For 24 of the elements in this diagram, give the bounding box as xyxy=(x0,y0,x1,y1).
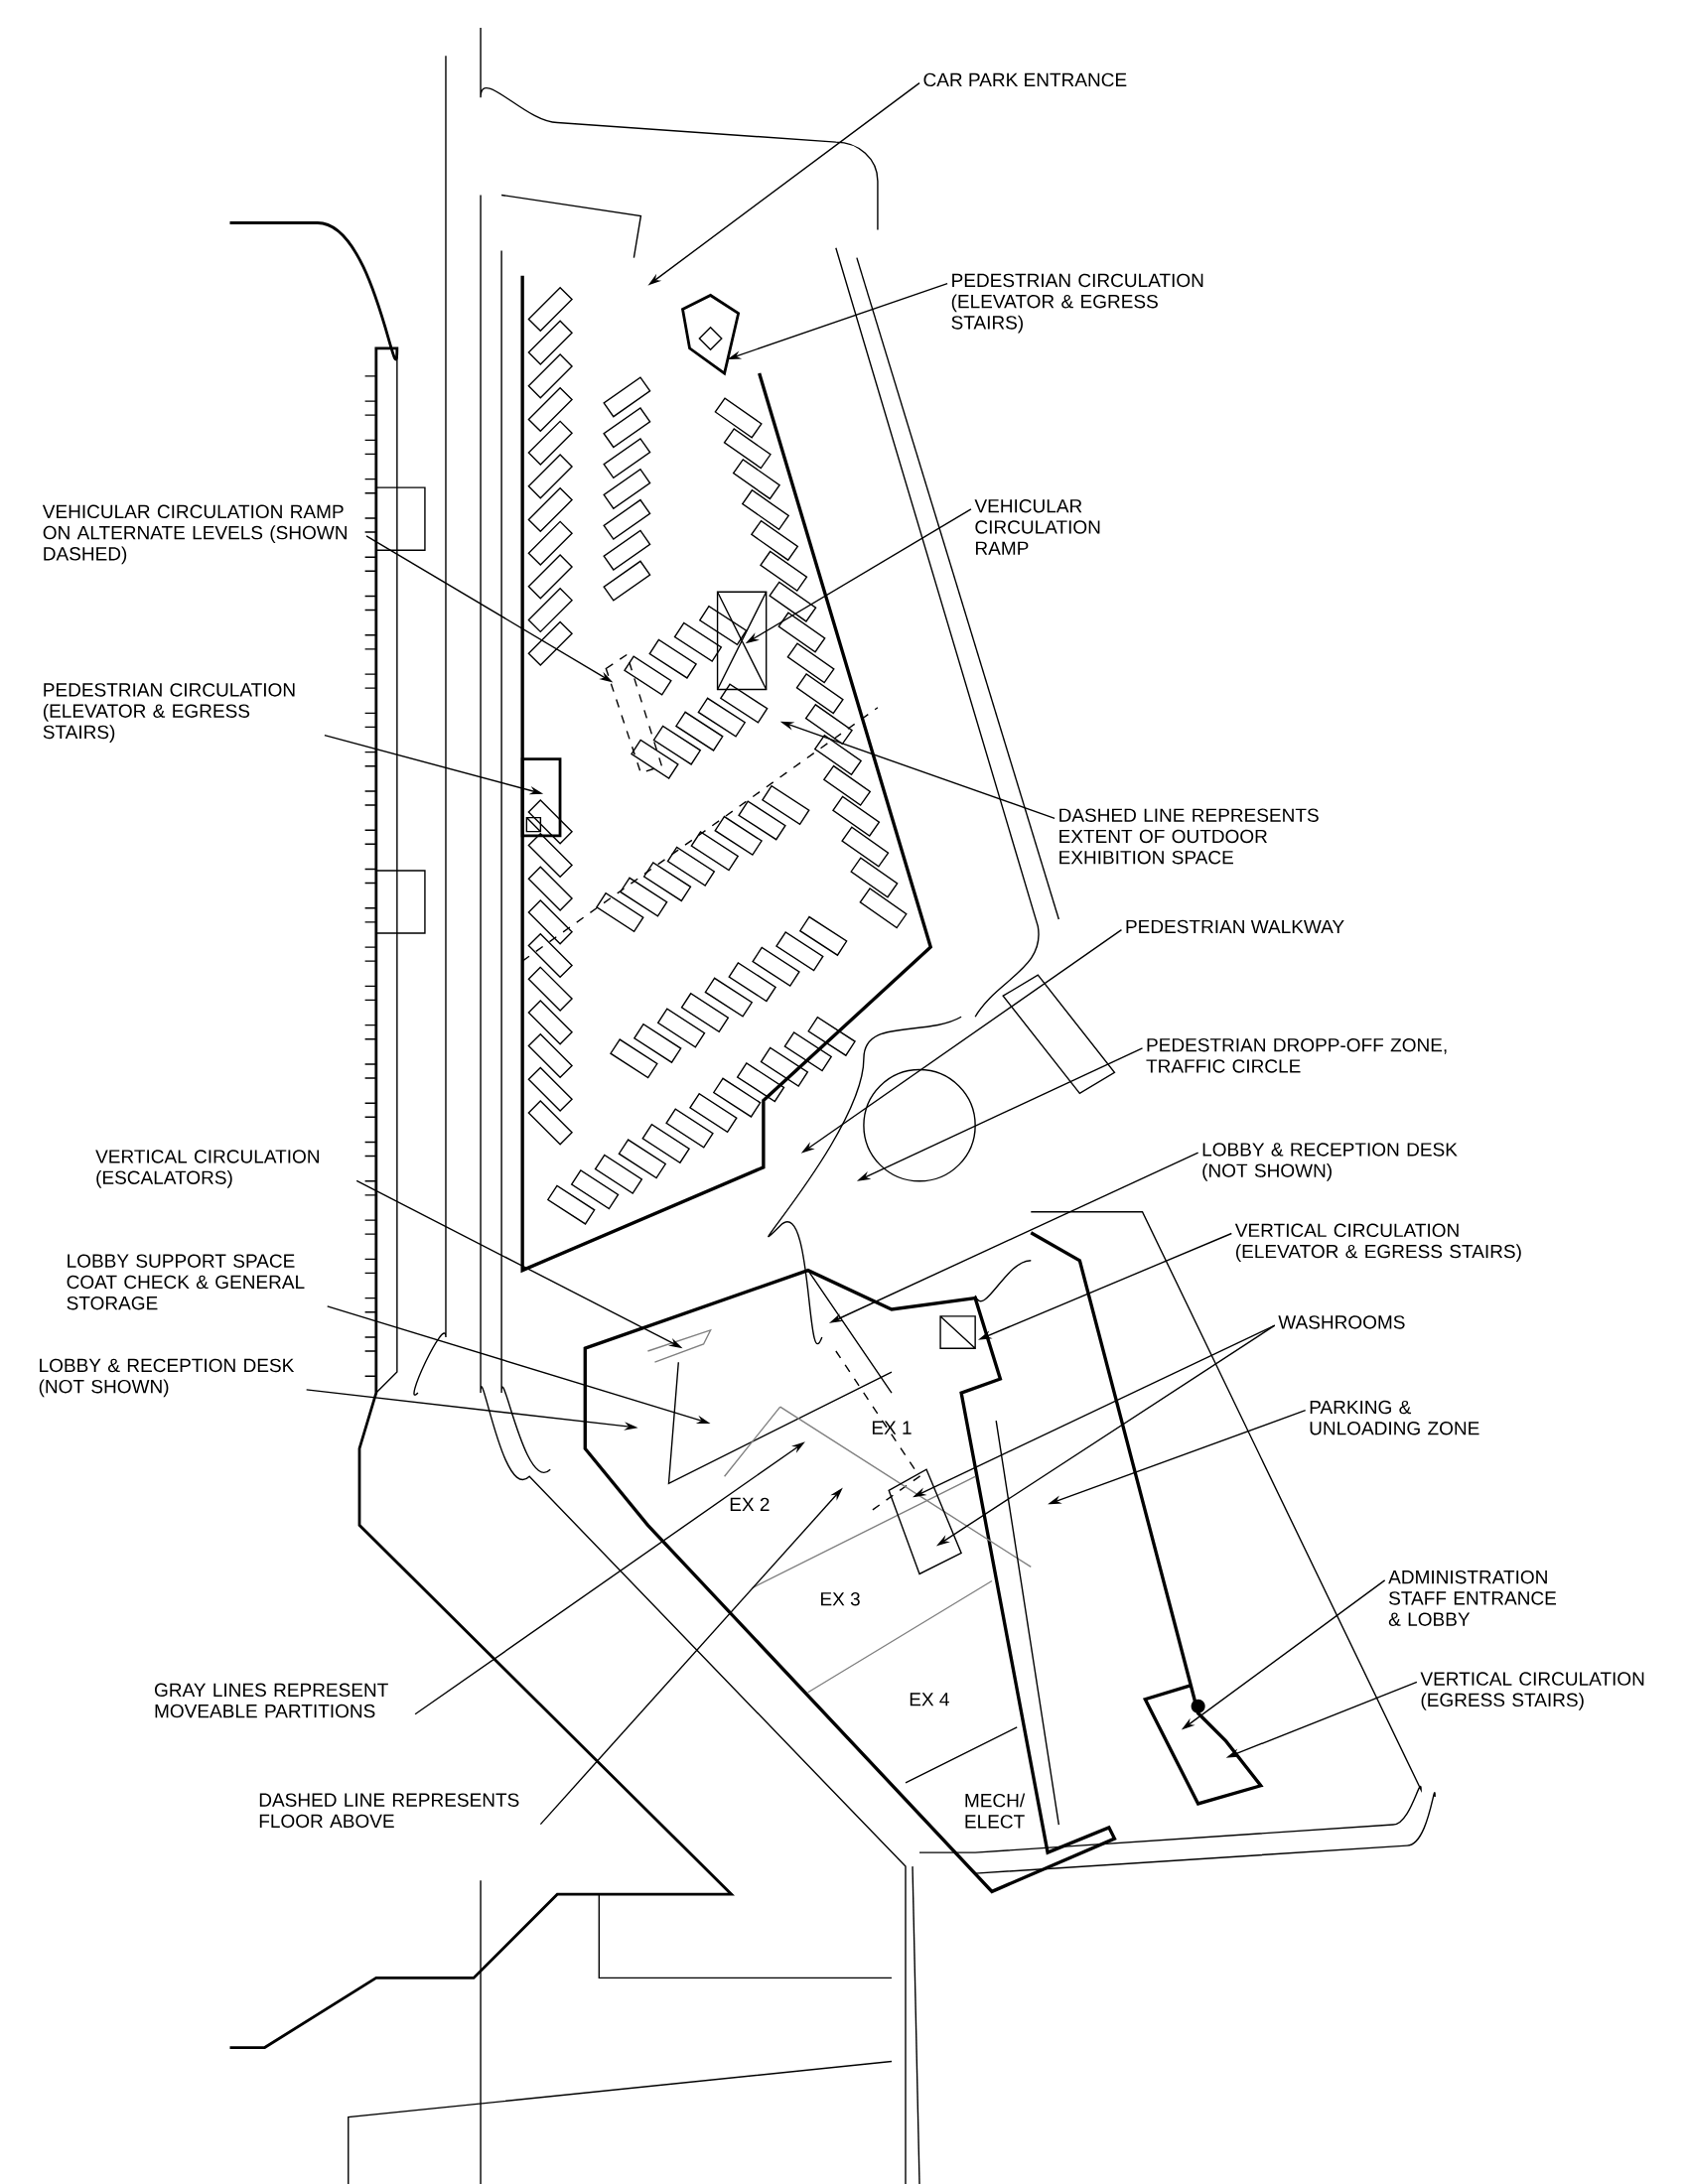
callout-text: DASHED LINE REPRESENTS FLOOR ABOVE xyxy=(259,1793,519,1829)
callout-text: PARKING & UNLOADING ZONE xyxy=(1310,1400,1479,1435)
callout-text: PEDESTRIAN CIRCULATION (ELEVATOR & EGRESS STAIRS) xyxy=(43,683,295,743)
callout-text: VEHICULAR CIRCULATION RAMP ON ALTERNATE LEVELS (SHOWN DASHED) xyxy=(42,504,347,565)
callout-text: ADMINISTRATION STAFF ENTRANCE & LOBBY xyxy=(1387,1570,1556,1626)
callout-text: LOBBY & RECEPTION DESK (NOT SHOWN) xyxy=(1202,1143,1458,1181)
room-label: EX 4 xyxy=(910,1693,949,1706)
callout-text: VERTICAL CIRCULATION (EGRESS STAIRS) xyxy=(1420,1672,1644,1710)
callout-text: VERTICAL CIRCULATION (ELEVATOR & EGRESS STAIRS) xyxy=(1234,1223,1521,1263)
callout-text: VEHICULAR CIRCULATION RAMP xyxy=(974,499,1100,555)
callout-text: PEDESTRIAN WALKWAY xyxy=(1126,919,1344,934)
room-label: EX 2 xyxy=(730,1497,770,1511)
callout-text: PEDESTRIAN DROPP-OFF ZONE, TRAFFIC CIRCLE xyxy=(1146,1037,1447,1073)
room-label: MECH/ ELECT xyxy=(965,1793,1025,1829)
room-label: EX 3 xyxy=(820,1592,860,1606)
callout-text: DASHED LINE REPRESENTS EXTENT OF OUTDOOR EXHIBITION SPACE xyxy=(1058,808,1319,865)
callout-text: LOBBY SUPPORT SPACE COAT CHECK & GENERAL STORAGE xyxy=(67,1254,305,1310)
callout-text: GRAY LINES REPRESENT MOVEABLE PARTITIONS xyxy=(154,1683,388,1718)
callout-text: LOBBY & RECEPTION DESK (NOT SHOWN) xyxy=(39,1358,294,1398)
callout-text: WASHROOMS xyxy=(1278,1315,1405,1329)
callout-text: VERTICAL CIRCULATION (ESCALATORS) xyxy=(94,1150,319,1188)
callout-text: PEDESTRIAN CIRCULATION (ELEVATOR & EGRESS STAIRS) xyxy=(951,273,1203,334)
callout-text: CAR PARK ENTRANCE xyxy=(923,72,1127,87)
room-label: EX 1 xyxy=(872,1421,912,1434)
